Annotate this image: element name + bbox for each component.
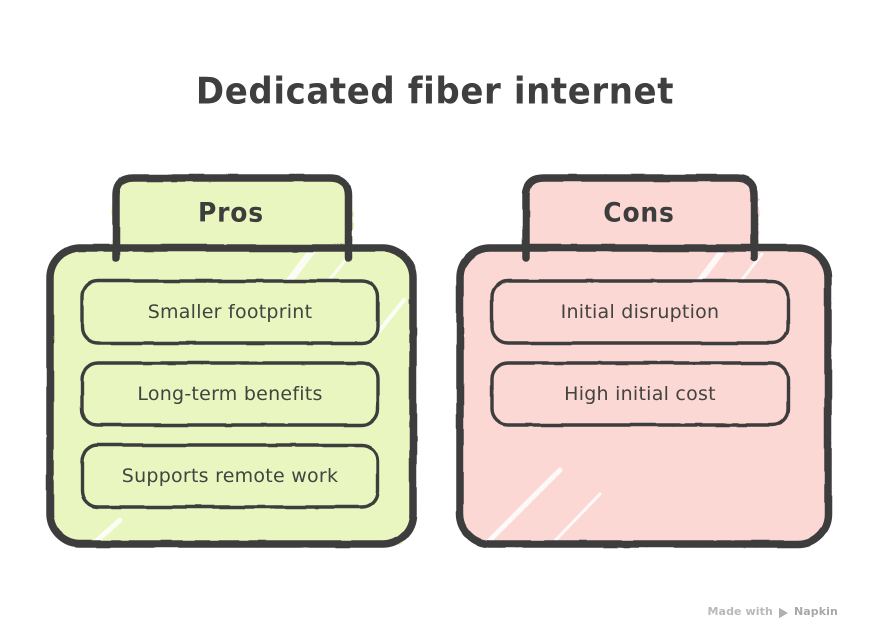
panel-tab-label-pros[interactable]: Pros	[198, 197, 264, 228]
card-cons-1[interactable]	[490, 361, 790, 427]
panel-tab-label-cons[interactable]: Cons	[603, 197, 675, 228]
watermark-brand: Napkin	[793, 605, 838, 618]
card-cons-0[interactable]	[490, 279, 790, 345]
card-pros-1[interactable]	[80, 361, 380, 427]
card-label-pros-2: Supports remote work	[121, 465, 339, 487]
napkin-watermark[interactable]: Made with Napkin	[708, 605, 839, 618]
panel-cons	[456, 174, 832, 548]
play-triangle-icon	[778, 607, 789, 619]
card-label-pros-0: Smaller footprint	[147, 301, 313, 323]
card-pros-0[interactable]	[80, 279, 380, 345]
panel-pros	[46, 174, 417, 548]
card-pros-2[interactable]	[80, 443, 380, 509]
page-title: Dedicated fiber internet	[195, 70, 675, 114]
card-label-cons-0: Initial disruption	[560, 301, 720, 323]
card-label-cons-1: High initial cost	[564, 383, 716, 405]
card-label-pros-1: Long-term benefits	[137, 383, 323, 405]
watermark-prefix: Made with	[707, 605, 773, 618]
